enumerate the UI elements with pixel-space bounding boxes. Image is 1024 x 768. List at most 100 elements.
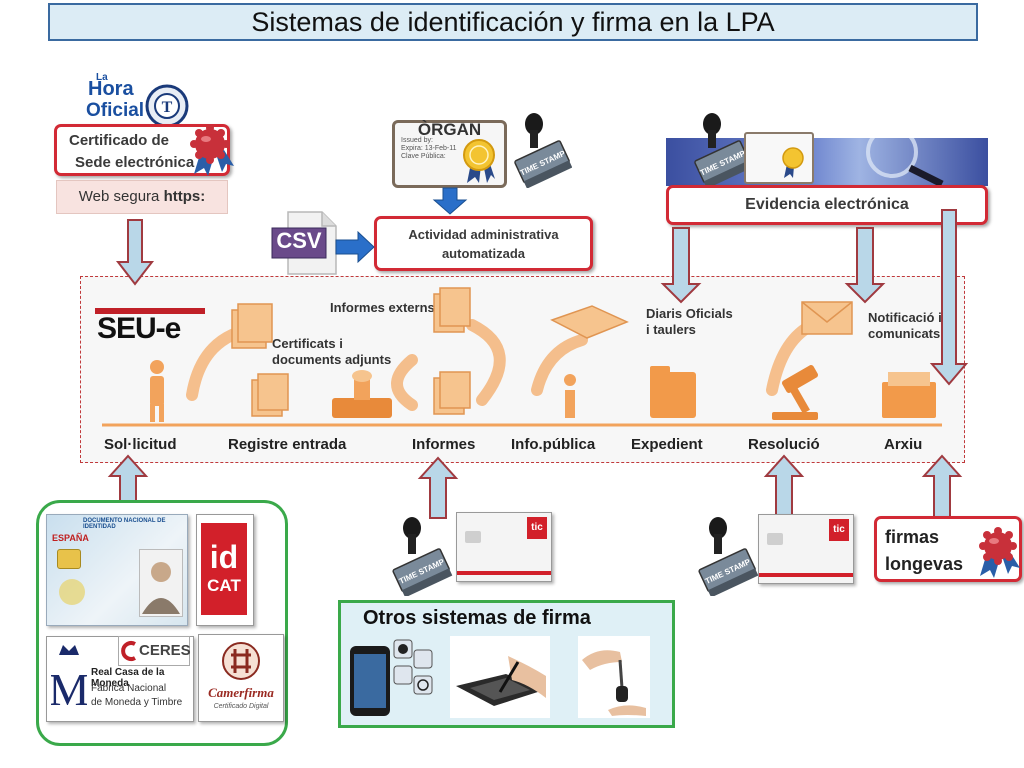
gold-seal-icon (463, 139, 495, 183)
time-stamp-icon: TIME STAMP (514, 113, 572, 188)
annotation-certificats-line2: documents adjunts (272, 352, 392, 367)
seu-e-bar (95, 308, 205, 314)
web-segura-https: https: (163, 188, 206, 205)
stamp-pad-icon (332, 370, 392, 418)
dni-photo (139, 549, 183, 617)
document-stack-icon-4 (433, 371, 471, 415)
idcat-line2: CAT (207, 576, 241, 595)
ceres-label: CERES (139, 642, 191, 659)
evidencia-certificate (744, 132, 814, 184)
svg-text:M: M (51, 664, 87, 715)
arrow-down-to-arxiu (929, 209, 969, 386)
seal-ribbon-icon (190, 124, 234, 176)
arrow-organ-down (432, 187, 468, 215)
gold-seal-small-icon (782, 147, 804, 178)
mobile-signature-icon (350, 639, 433, 716)
hora-oficial-oficial: Oficial (86, 100, 145, 121)
firmas-longevas-box: firmas longevas (874, 516, 1022, 582)
arrow-down-to-diaris (660, 227, 702, 304)
organ-label: ÒRGAN (417, 120, 482, 139)
dni-card: DOCUMENTO NACIONAL DE IDENTIDAD ESPAÑA (46, 514, 188, 626)
tic-brand-badge: tic (527, 517, 547, 539)
certificado-sede-line1: Certificado de (69, 132, 170, 149)
seu-e-label: SEU-e (97, 312, 181, 345)
dni-header: DOCUMENTO NACIONAL DE IDENTIDAD (83, 518, 166, 530)
annotation-informes-externs: Informes externs (330, 300, 435, 315)
firmas-longevas-line2: longevas (885, 554, 964, 574)
organ-cert-line1: Issued by: (401, 137, 433, 144)
actividad-administrativa-box: Actividad administrativa automatizada (374, 216, 593, 271)
fnmt-line3: de Moneda y Timbre (91, 697, 183, 708)
camerfirma-emblem-icon (222, 642, 260, 680)
curve-arrow-2 (391, 354, 418, 411)
svg-text:T: T (162, 99, 173, 116)
document-stack-icon-2 (251, 373, 289, 417)
idcat-card: id CAT (196, 514, 254, 626)
person-photo-icon (142, 562, 180, 614)
certificado-sede-line2: Sede electrónica (75, 154, 195, 171)
time-stamp-icon-resolucio: TIME STAMP (698, 517, 759, 596)
idcat-logo: id CAT (201, 523, 247, 615)
web-segura-box: Web segura https: (56, 180, 228, 214)
curve-arrow-3 (466, 319, 506, 406)
hand-key-icon (578, 636, 650, 718)
stage-informes: Informes (412, 436, 476, 453)
tic-card-stripe (457, 571, 551, 575)
document-stack-icon-1 (231, 303, 273, 349)
stage-arxiu: Arxiu (884, 436, 923, 453)
envelope-icon (801, 301, 853, 335)
fnmt-line1: Real Casa de la Moneda (91, 667, 165, 689)
gavel-icon (772, 365, 818, 420)
actividad-line1: Actividad administrativa (408, 227, 559, 242)
newspaper-icon (550, 305, 629, 339)
arrow-up-to-resolucio (763, 454, 805, 516)
camerfirma-card: Camerfirma Certificado Digital (198, 634, 284, 722)
stage-expedient: Expedient (631, 436, 703, 453)
csv-label: CSV (276, 228, 322, 253)
evidencia-electronica-box: Evidencia electrónica (666, 185, 988, 225)
tic-card-informes: tic (456, 512, 552, 582)
person-icon (150, 360, 164, 422)
camerfirma-sub: Certificado Digital (213, 703, 269, 710)
idcat-line1: id (209, 539, 239, 575)
organ-cert-line2: Expira: 13-Feb-11 (401, 145, 457, 152)
tic-brand-badge-2: tic (829, 519, 849, 541)
time-stamp-icon-evidencia: TIME STAMP (694, 113, 752, 188)
annotation-notificacio-line2: comunicats (868, 326, 941, 341)
tic-card-chip (465, 531, 481, 543)
hora-oficial-la: La (96, 72, 108, 83)
document-stack-icon-3 (433, 287, 471, 333)
dni-country: ESPAÑA (52, 533, 89, 543)
firmas-longevas-line1: firmas (885, 527, 940, 547)
folder-icon (650, 366, 696, 418)
arrow-up-to-informes (417, 456, 459, 519)
stage-resolucio: Resolució (748, 436, 820, 453)
organ-cert-line3: Clave Pública: (401, 153, 446, 160)
stage-registre-entrada: Registre entrada (228, 436, 347, 453)
annotation-diaris-line1: Diaris Oficials (646, 306, 733, 321)
curve-arrow-4 (531, 334, 588, 396)
flow-illustration (102, 287, 942, 427)
annotation-diaris-line2: i taulers (646, 322, 696, 337)
tic-card-resolucio: tic (758, 514, 854, 584)
seu-e-logo: SEU-e (95, 308, 207, 350)
seal-ribbon-icon-longevas (979, 527, 1020, 578)
dni-hologram (59, 579, 85, 605)
stage-info-publica: Info.pública (511, 436, 596, 453)
signature-pad-icon (450, 636, 550, 718)
annotation-notificacio-line1: Notificació i (868, 310, 942, 325)
time-stamp-icon-informes: TIME STAMP (392, 517, 453, 596)
arrow-up-to-arxiu (921, 454, 963, 519)
arrow-csv-right (335, 230, 375, 264)
ceres-mark-icon (121, 641, 136, 661)
csv-document-icon (271, 211, 337, 275)
tic-card-stripe-2 (759, 573, 853, 577)
dni-chip-icon (57, 549, 81, 569)
otros-sistemas-title: Otros sistemas de firma (363, 607, 591, 629)
fnmt-line2: Fábrica Nacional (91, 683, 167, 694)
annotation-certificats-line1: Certificats i (272, 336, 343, 351)
camerfirma-name: Camerfirma (208, 685, 274, 700)
arrow-down-to-notificacio (844, 227, 886, 304)
organ-certificate: ÒRGAN Issued by: Expira: 13-Feb-11 Clave… (392, 120, 507, 188)
